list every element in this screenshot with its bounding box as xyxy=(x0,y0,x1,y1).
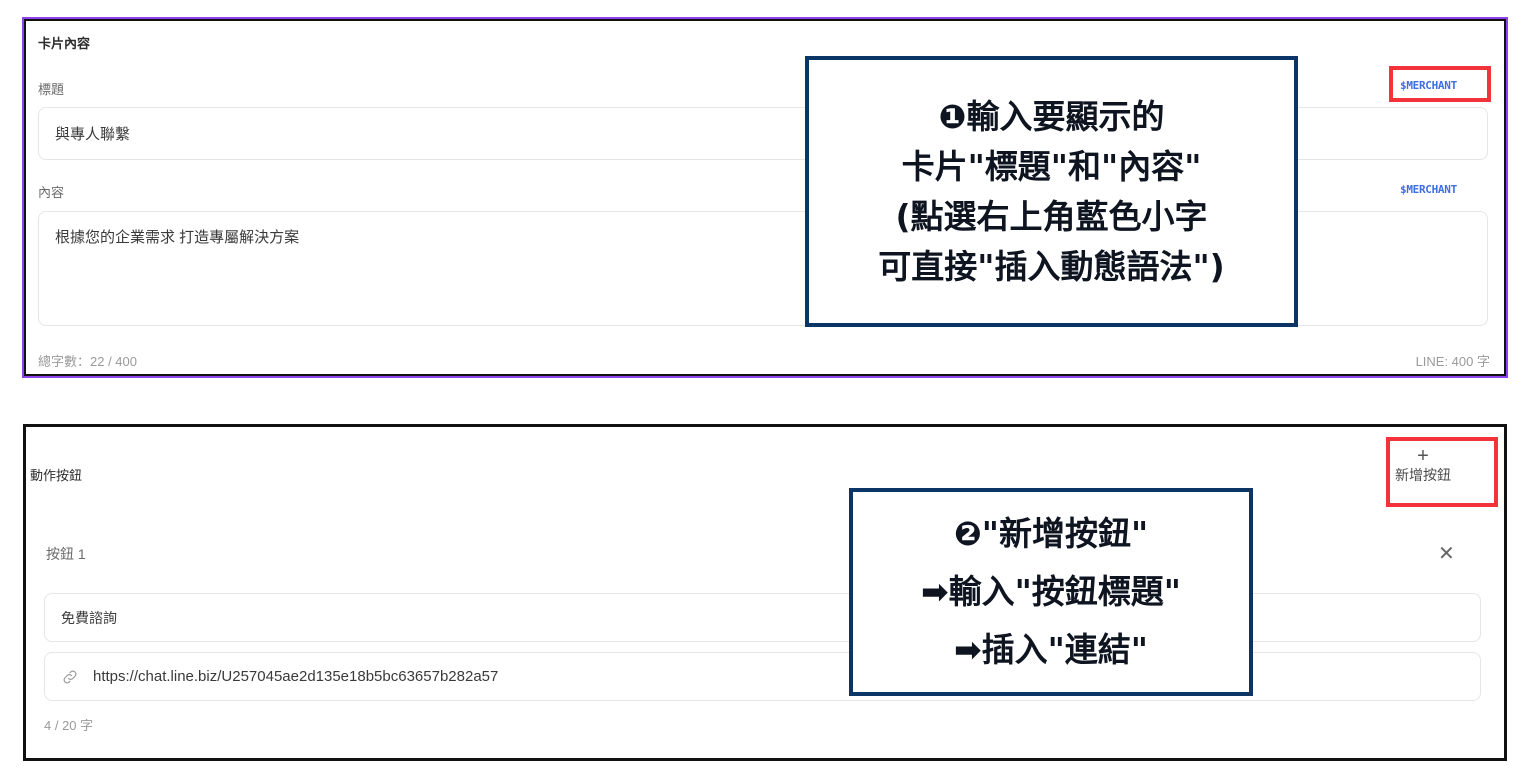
title-insert-variable-link[interactable]: $MERCHANT xyxy=(1400,79,1457,92)
add-button-highlight xyxy=(1386,437,1498,507)
card-content-title: 卡片內容 xyxy=(38,36,91,51)
content-insert-variable-link[interactable]: $MERCHANT xyxy=(1400,183,1457,196)
button-title-value: 免費諮詢 xyxy=(61,609,117,626)
merchant-link-highlight xyxy=(1389,66,1491,102)
total-char-count: 總字數：22 / 400 xyxy=(38,354,137,369)
button-url-input[interactable]: https://chat.line.biz/U257045ae2d135e18b… xyxy=(44,652,1481,701)
title-input-value: 與專人聯繫 xyxy=(55,126,131,143)
add-button[interactable]: + 新增按鈕 xyxy=(1395,445,1451,485)
action-buttons-panel: 動作按鈕 + 新增按鈕 按鈕 1 ✕ 免費諮詢 https://chat.lin… xyxy=(23,424,1507,761)
annotation-2-line-2: ➡輸入"按鈕標題" xyxy=(920,572,1182,611)
close-icon[interactable]: ✕ xyxy=(1438,543,1455,565)
annotation-1-line-2: 卡片"標題"和"內容" xyxy=(901,146,1202,186)
line-char-limit: LINE: 400 字 xyxy=(1415,354,1490,369)
annotation-1-line-3: (點選右上角藍色小字 xyxy=(895,196,1208,236)
title-field-label: 標題 xyxy=(38,82,65,97)
content-field-label: 內容 xyxy=(38,185,65,200)
link-icon xyxy=(63,670,77,683)
annotation-2-line-1: ❷"新增按鈕" xyxy=(953,514,1149,553)
annotation-1-line-4: 可直接"插入動態語法") xyxy=(878,246,1225,286)
annotation-step-2: ❷"新增按鈕" ➡輸入"按鈕標題" ➡插入"連結" xyxy=(849,488,1253,696)
plus-icon: + xyxy=(1417,445,1429,467)
annotation-1-line-1: ❶輸入要顯示的 xyxy=(938,96,1165,136)
content-textarea-value: 根據您的企業需求 打造專屬解決方案 xyxy=(55,229,300,246)
action-buttons-title: 動作按鈕 xyxy=(30,468,83,483)
card-content-inner-border xyxy=(24,19,1506,376)
button-1-label: 按鈕 1 xyxy=(46,546,86,562)
button-title-char-count: 4 / 20 字 xyxy=(44,718,94,733)
button-url-value: https://chat.line.biz/U257045ae2d135e18b… xyxy=(93,668,499,685)
annotation-step-1: ❶輸入要顯示的 卡片"標題"和"內容" (點選右上角藍色小字 可直接"插入動態語… xyxy=(805,56,1298,327)
button-title-input[interactable]: 免費諮詢 xyxy=(44,593,1481,642)
add-button-label: 新增按鈕 xyxy=(1395,467,1451,483)
annotation-2-line-3: ➡插入"連結" xyxy=(953,630,1149,669)
